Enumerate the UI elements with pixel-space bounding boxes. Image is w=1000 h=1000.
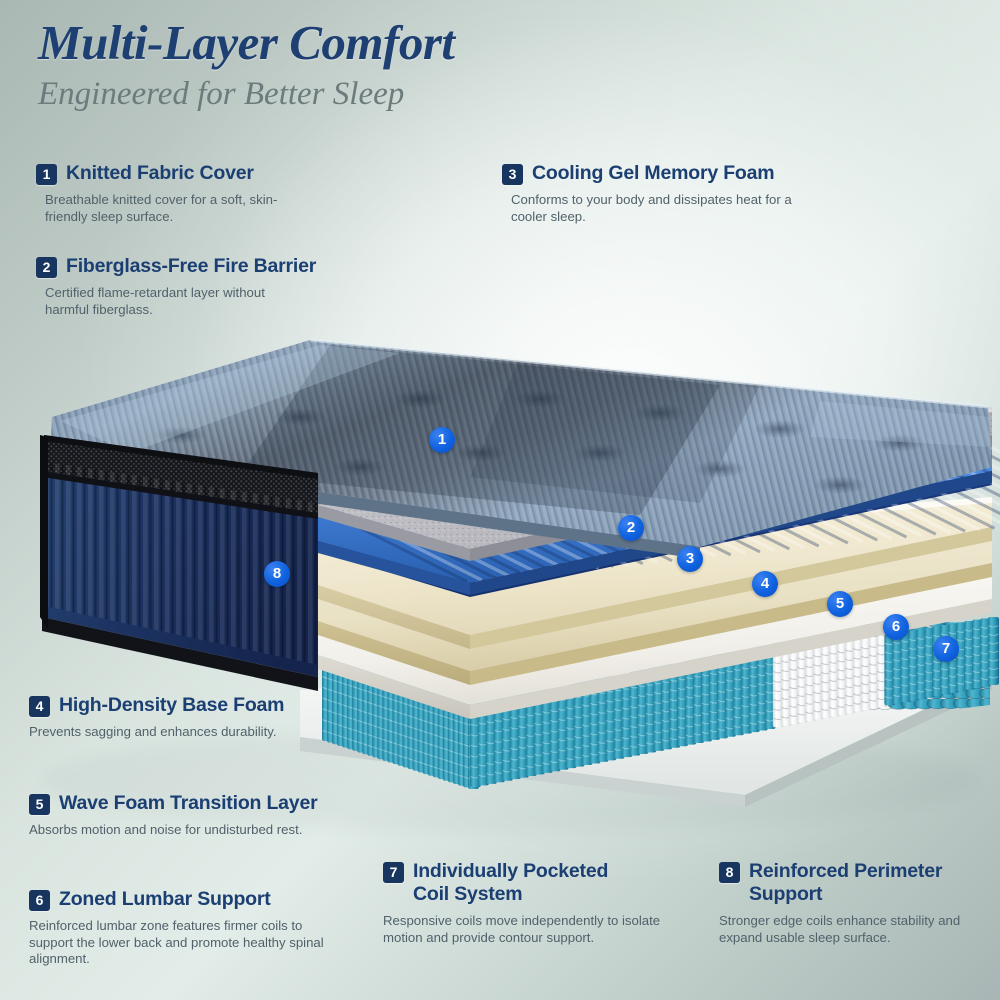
callout-8-header: 8 Reinforced Perimeter Support: [719, 860, 1000, 906]
callout-8-number-badge: 8: [719, 862, 740, 883]
diagram-marker-3[interactable]: 3: [677, 546, 703, 572]
callout-6-body: Reinforced lumbar zone features firmer c…: [29, 918, 324, 966]
callout-7-header: 7 Individually Pocketed Coil System: [383, 860, 683, 906]
callout-1-body: Breathable knitted cover for a soft, ski…: [45, 192, 278, 224]
callout-8: 8 Reinforced Perimeter Support Stronger …: [719, 860, 1000, 946]
callout-3-title: Cooling Gel Memory Foam: [532, 162, 775, 184]
callout-3: 3 Cooling Gel Memory Foam Conforms to yo…: [502, 162, 832, 225]
callout-8-body: Stronger edge coils enhance stability an…: [719, 913, 961, 945]
callout-1-header: 1 Knitted Fabric Cover: [36, 162, 336, 185]
callout-4-number-badge: 4: [29, 696, 50, 717]
callout-1: 1 Knitted Fabric Cover Breathable knitte…: [36, 162, 336, 225]
page-subtitle: Engineered for Better Sleep: [38, 76, 405, 112]
callout-2-title: Fiberglass-Free Fire Barrier: [66, 255, 317, 277]
callout-1-title: Knitted Fabric Cover: [66, 162, 254, 184]
reinforced-perimeter-support: [40, 435, 318, 691]
callout-7: 7 Individually Pocketed Coil System Resp…: [383, 860, 683, 946]
callout-1-number-badge: 1: [36, 164, 57, 185]
callout-5: 5 Wave Foam Transition Layer Absorbs mot…: [29, 792, 379, 839]
callout-2: 2 Fiberglass-Free Fire Barrier Certified…: [36, 255, 376, 318]
callout-2-number-badge: 2: [36, 257, 57, 278]
diagram-marker-5[interactable]: 5: [827, 591, 853, 617]
mattress-svg: [40, 338, 1000, 822]
mattress-cutaway-illustration: 1 2 3 4 5 6 7 8: [0, 185, 1000, 845]
callout-7-body: Responsive coils move independently to i…: [383, 913, 661, 945]
callout-4-body: Prevents sagging and enhances durability…: [29, 724, 277, 739]
page-title: Multi-Layer Comfort: [38, 15, 455, 70]
diagram-marker-6[interactable]: 6: [883, 614, 909, 640]
callout-6-title: Zoned Lumbar Support: [59, 888, 271, 910]
diagram-marker-1[interactable]: 1: [429, 427, 455, 453]
callout-6-number-badge: 6: [29, 890, 50, 911]
callout-2-body: Certified flame-retardant layer without …: [45, 285, 265, 317]
page-header: Multi-Layer Comfort Engineered for Bette…: [38, 14, 455, 114]
callout-3-body: Conforms to your body and dissipates hea…: [511, 192, 792, 224]
callout-4-header: 4 High-Density Base Foam: [29, 694, 359, 717]
callout-3-header: 3 Cooling Gel Memory Foam: [502, 162, 832, 185]
callout-5-number-badge: 5: [29, 794, 50, 815]
callout-6-header: 6 Zoned Lumbar Support: [29, 888, 369, 911]
diagram-marker-4[interactable]: 4: [752, 571, 778, 597]
diagram-marker-7[interactable]: 7: [933, 636, 959, 662]
callout-6: 6 Zoned Lumbar Support Reinforced lumbar…: [29, 888, 369, 968]
callout-7-number-badge: 7: [383, 862, 404, 883]
callout-5-body: Absorbs motion and noise for undisturbed…: [29, 822, 303, 837]
diagram-marker-2[interactable]: 2: [618, 515, 644, 541]
diagram-marker-8[interactable]: 8: [264, 561, 290, 587]
callout-3-number-badge: 3: [502, 164, 523, 185]
callout-4-title: High-Density Base Foam: [59, 694, 285, 716]
callout-2-header: 2 Fiberglass-Free Fire Barrier: [36, 255, 376, 278]
callout-7-title: Individually Pocketed Coil System: [413, 860, 609, 905]
callout-5-title: Wave Foam Transition Layer: [59, 792, 318, 814]
callout-4: 4 High-Density Base Foam Prevents saggin…: [29, 694, 359, 741]
callout-5-header: 5 Wave Foam Transition Layer: [29, 792, 379, 815]
callout-8-title: Reinforced Perimeter Support: [749, 860, 943, 905]
